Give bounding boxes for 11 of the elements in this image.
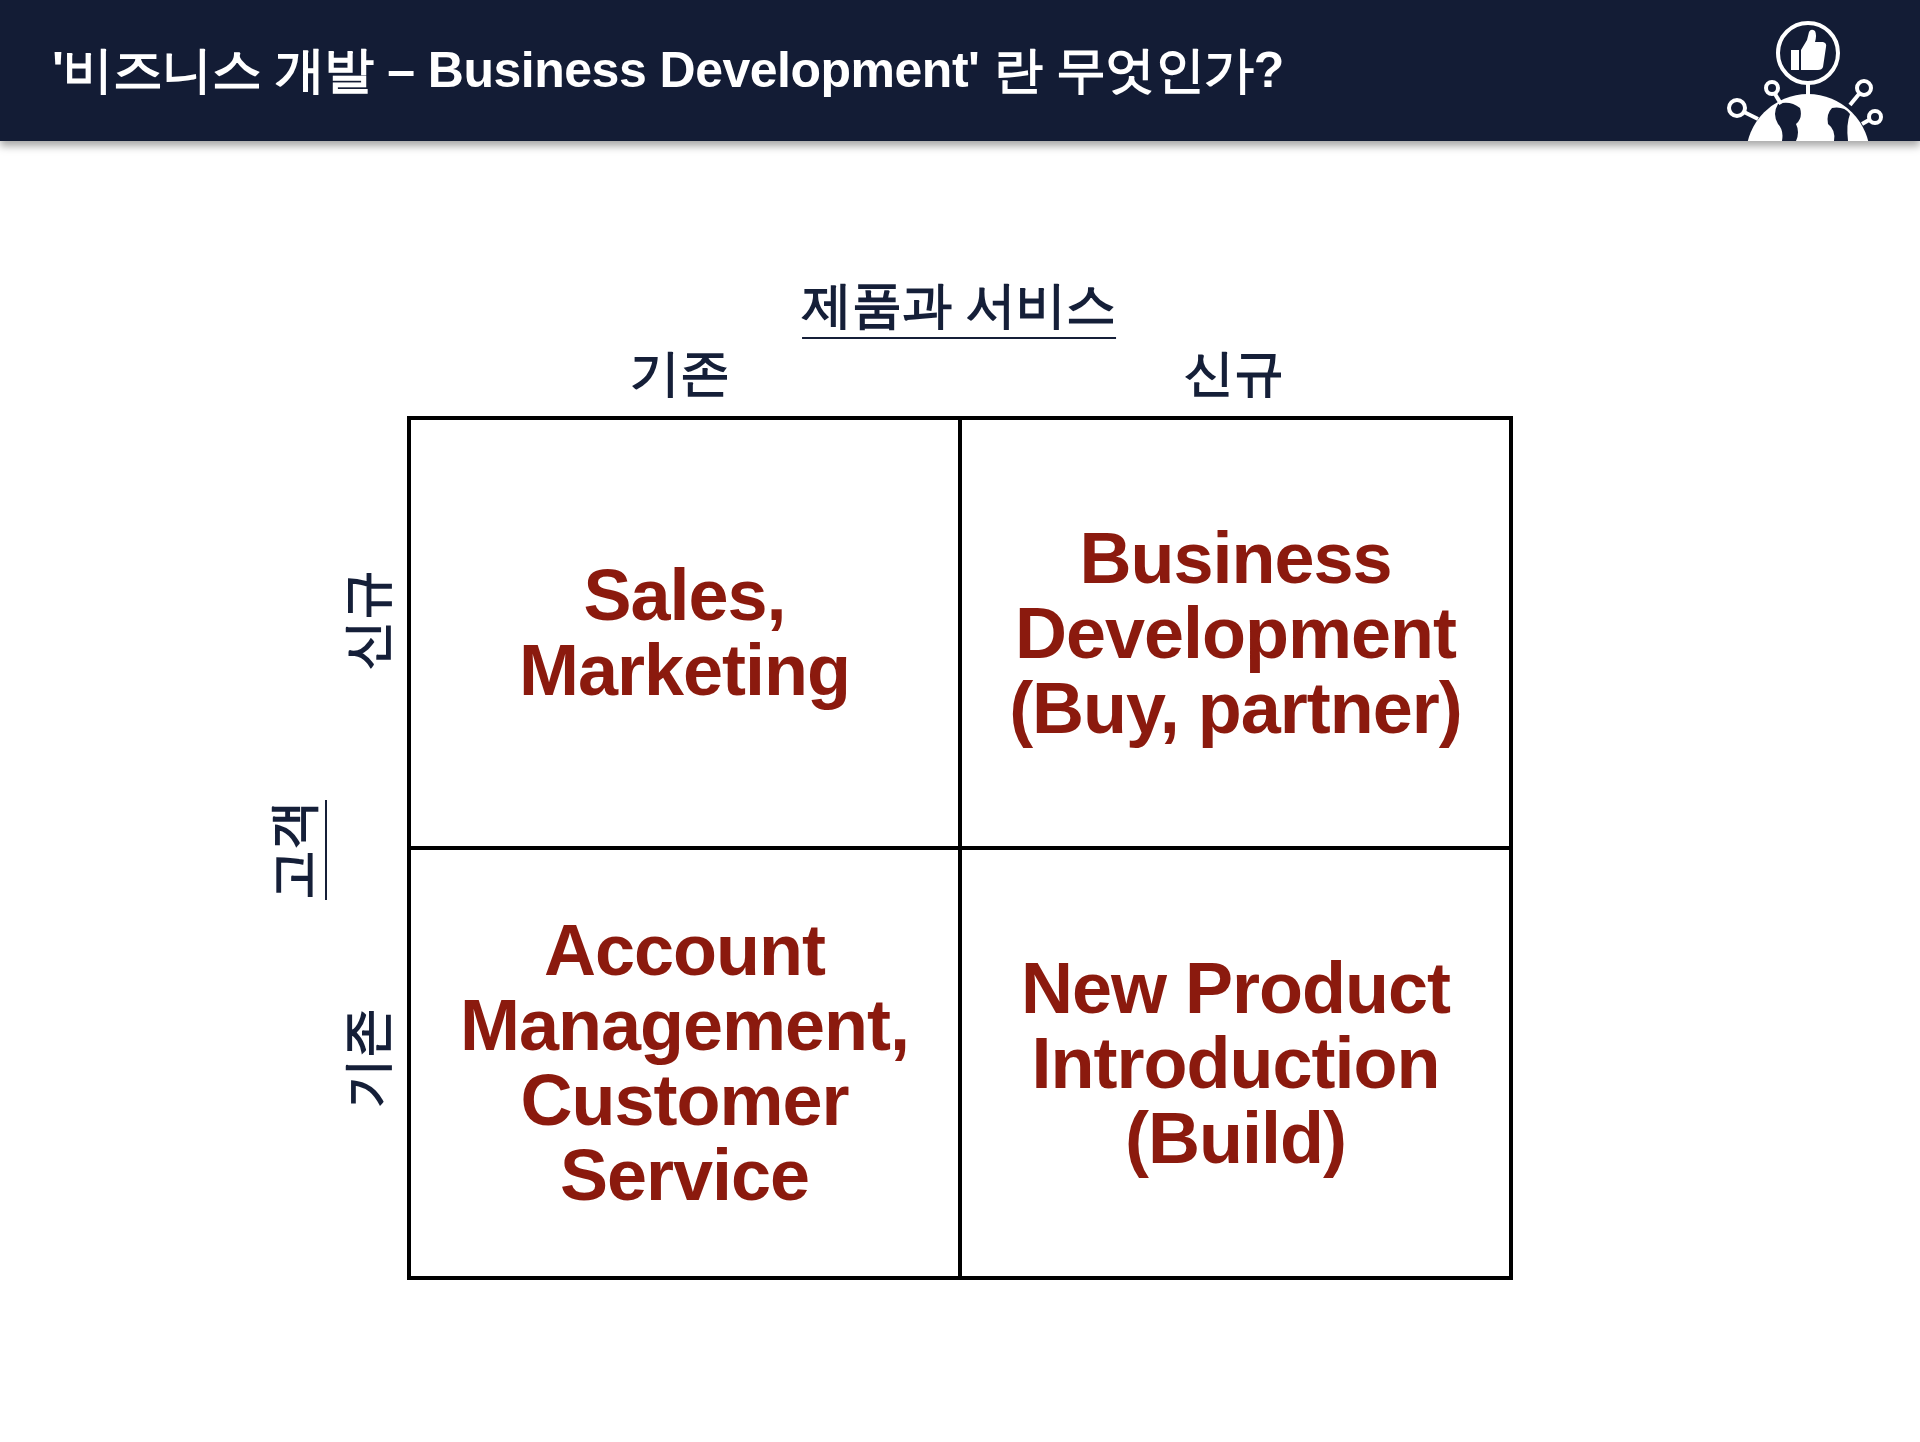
quadrant-text: Account Management, Customer Service [458, 913, 911, 1213]
axis-title: 고객 [265, 800, 327, 900]
page-title: '비즈니스 개발 – Business Development' 란 무엇인가? [52, 41, 1284, 100]
axis-category-label: 기존 [630, 345, 730, 401]
quadrant-text: New Product Introduction (Build) [1019, 950, 1452, 1176]
axis-category-label: 신규 [1184, 345, 1284, 401]
axis-category-label: 기존 [339, 1008, 395, 1108]
axis-title: 제품과 서비스 [802, 277, 1116, 339]
axis-category-label: 신규 [339, 570, 395, 670]
quadrant-text: Business Development (Buy, partner) [1008, 520, 1463, 746]
quadrant-text: Sales, Marketing [517, 558, 852, 708]
